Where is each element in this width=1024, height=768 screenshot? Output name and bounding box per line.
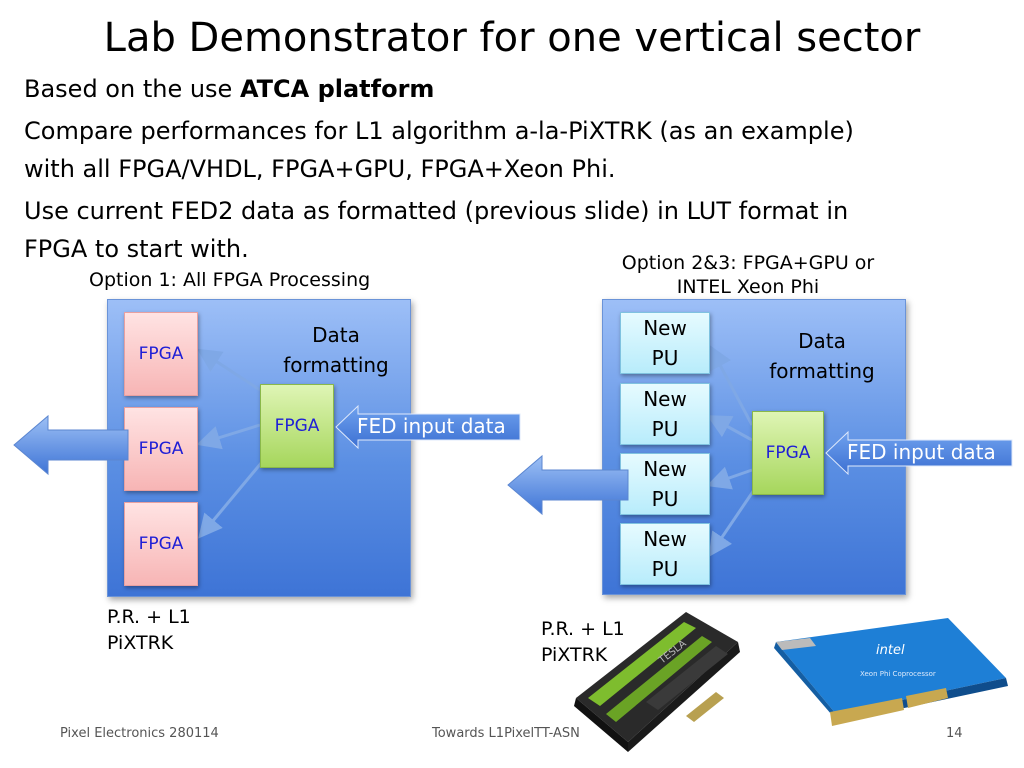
footer-left: Pixel Electronics 280114 [60, 726, 219, 741]
body-line-4: Use current FED2 data as formatted (prev… [24, 197, 849, 225]
body-line-3: with all FPGA/VHDL, FPGA+GPU, FPGA+Xeon … [24, 155, 616, 183]
new-pu-1: New PU [620, 312, 710, 374]
body-line-5: FPGA to start with. [24, 235, 249, 263]
new-pu-3: New PU [620, 453, 710, 515]
page-number: 14 [946, 726, 963, 741]
option1-fpga-2: FPGA [124, 407, 198, 491]
option2-output-arrow [507, 454, 629, 516]
pu-label-line2: PU [651, 487, 679, 511]
connector-line [196, 348, 261, 392]
caption-line2: PiXTRK [541, 644, 608, 666]
option2-center-fpga: FPGA [752, 411, 824, 495]
option1-fed-input-label: FED input data [357, 414, 506, 438]
pu-label-line2: PU [651, 557, 679, 581]
option1-fpga-3: FPGA [124, 502, 198, 586]
data-formatting-line2: formatting [769, 359, 875, 383]
caption-line1: P.R. + L1 [107, 606, 191, 628]
connector-line [196, 423, 261, 450]
connector-line [709, 344, 754, 426]
pu-label-line1: New [643, 387, 687, 411]
connector-line [198, 461, 264, 539]
connector-line [706, 466, 753, 490]
body-line-1: Based on the use ATCA platform [24, 70, 434, 108]
data-formatting-line1: Data [798, 329, 846, 353]
pu-label-line2: PU [651, 346, 679, 370]
option2-data-formatting: Data formatting [760, 326, 884, 386]
option1-fpga-1: FPGA [124, 312, 198, 396]
intel-xeon-phi-card-image: intel Xeon Phi Coprocessor [774, 618, 1008, 726]
option1-center-fpga: FPGA [260, 384, 334, 468]
option1-output-arrow [13, 414, 129, 476]
option2-caption: P.R. + L1 PiXTRK [541, 616, 625, 668]
option1-fed-input-arrow [335, 404, 521, 450]
xeon-card-text: Xeon Phi Coprocessor [860, 670, 936, 678]
option1-caption: P.R. + L1 PiXTRK [107, 604, 191, 656]
slide-title: Lab Demonstrator for one vertical sector [103, 15, 921, 61]
xeon-brand-text: intel [876, 643, 905, 658]
data-formatting-line1: Data [312, 323, 360, 347]
connector-line [706, 415, 753, 442]
data-formatting-line2: formatting [283, 353, 389, 377]
body-line-1-text: Based on the use [24, 75, 240, 103]
pu-label-line1: New [643, 316, 687, 340]
caption-line1: P.R. + L1 [541, 618, 625, 640]
option2-fed-input-label: FED input data [847, 440, 996, 464]
option2-heading: Option 2&3: FPGA+GPU or INTEL Xeon Phi [598, 251, 898, 299]
option1-heading: Option 1: All FPGA Processing [89, 269, 371, 291]
connector-line [708, 489, 756, 557]
pu-label-line1: New [643, 457, 687, 481]
new-pu-4: New PU [620, 523, 710, 585]
body-line-2: Compare performances for L1 algorithm a-… [24, 117, 854, 145]
atca-platform-text: ATCA platform [239, 75, 435, 103]
pu-label-line2: PU [651, 417, 679, 441]
option2-fed-input-arrow [825, 430, 1013, 476]
option1-data-formatting: Data formatting [276, 320, 396, 380]
footer-center: Towards L1PixelTT-ASN [432, 726, 580, 741]
option2-heading-line2: INTEL Xeon Phi [676, 276, 820, 298]
new-pu-2: New PU [620, 383, 710, 445]
caption-line2: PiXTRK [107, 632, 174, 654]
option2-heading-line1: Option 2&3: FPGA+GPU or [621, 252, 875, 274]
nvidia-tesla-gpu-card-image: TESLA [574, 612, 740, 752]
pu-label-line1: New [643, 527, 687, 551]
